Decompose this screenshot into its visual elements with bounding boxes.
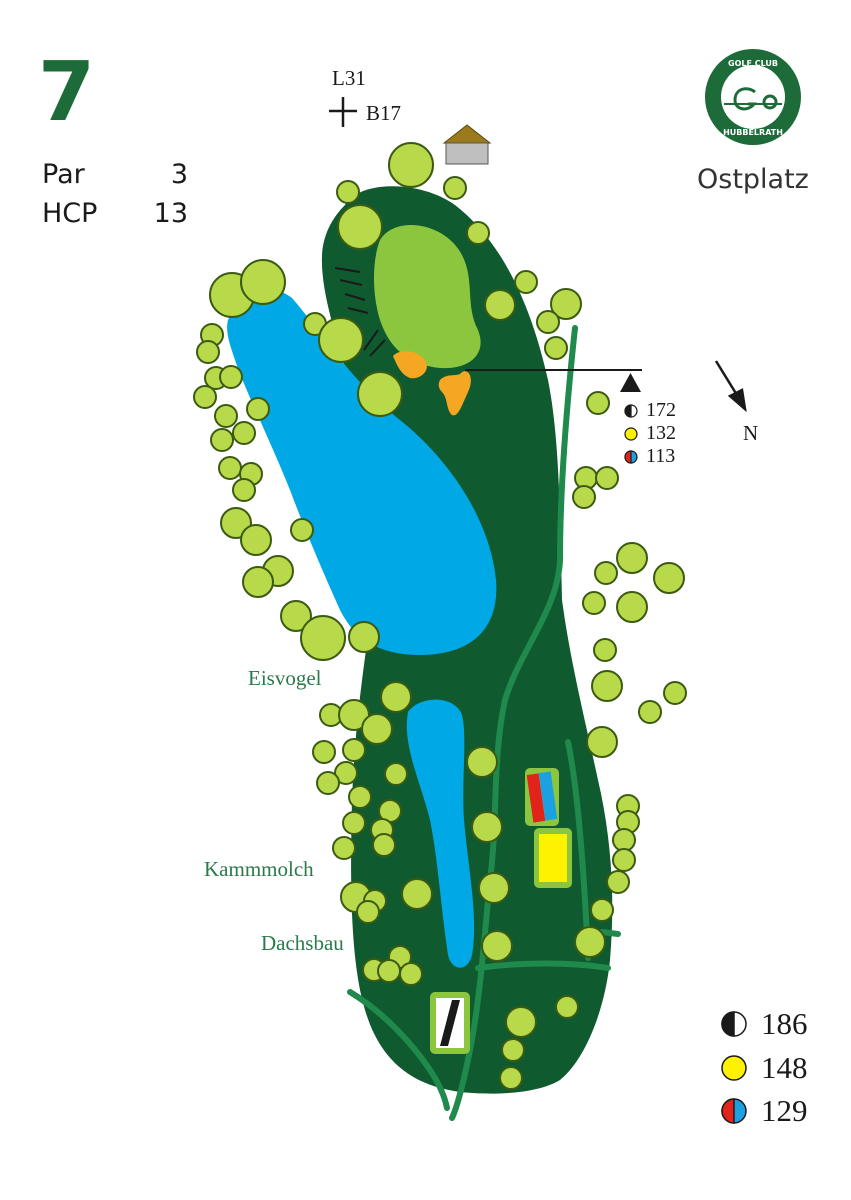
svg-text:GOLF CLUB: GOLF CLUB [728, 59, 778, 68]
cart-paths [347, 325, 621, 1121]
habitat-label: Dachsbau [261, 931, 344, 955]
habitat-label: Eisvogel [248, 666, 322, 690]
svg-text:HUBBELRATH: HUBBELRATH [723, 128, 783, 137]
green-distance-red-blue: 113 [646, 445, 676, 467]
lake-main [227, 290, 497, 655]
crosshair-icon [329, 97, 357, 127]
coord-lon: B17 [366, 101, 402, 125]
hut-icon [442, 124, 492, 165]
hcp-label: HCP [42, 198, 98, 229]
tee-distance-red-blue: 129 [761, 1093, 808, 1128]
tee-legend-icons [721, 1011, 747, 1124]
par-row: Par 3 [42, 159, 188, 190]
bunker-right [438, 371, 471, 416]
course-name: Ostplatz [697, 164, 809, 195]
coord-lat: L31 [332, 66, 366, 90]
small-legend-icons [624, 404, 638, 464]
putting-green [374, 224, 481, 369]
north-arrow-icon [714, 360, 747, 413]
compass-label: N [743, 421, 759, 445]
distance-marker [465, 369, 642, 392]
habitat-label: Kammmolch [204, 857, 314, 881]
trees [193, 142, 687, 1090]
par-label: Par [42, 159, 85, 190]
tee-distance-yellow: 148 [761, 1050, 808, 1085]
tee-red-blue [525, 768, 559, 826]
slope-hatch [334, 267, 386, 357]
club-logo: GOLF CLUB HUBBELRATH [705, 49, 801, 145]
hcp-row: HCP 13 [42, 198, 188, 229]
tee-distance-black-white: 186 [761, 1006, 808, 1041]
tee-black-white [430, 992, 470, 1054]
tee-yellow [534, 828, 572, 888]
hcp-value: 13 [153, 198, 188, 229]
green-distance-yellow: 132 [646, 422, 676, 444]
pond-narrow [406, 699, 475, 968]
green-distance-black-white: 172 [646, 399, 676, 421]
par-value: 3 [170, 159, 188, 190]
bunker-left [393, 351, 427, 379]
hole-number: 7 [38, 45, 96, 140]
